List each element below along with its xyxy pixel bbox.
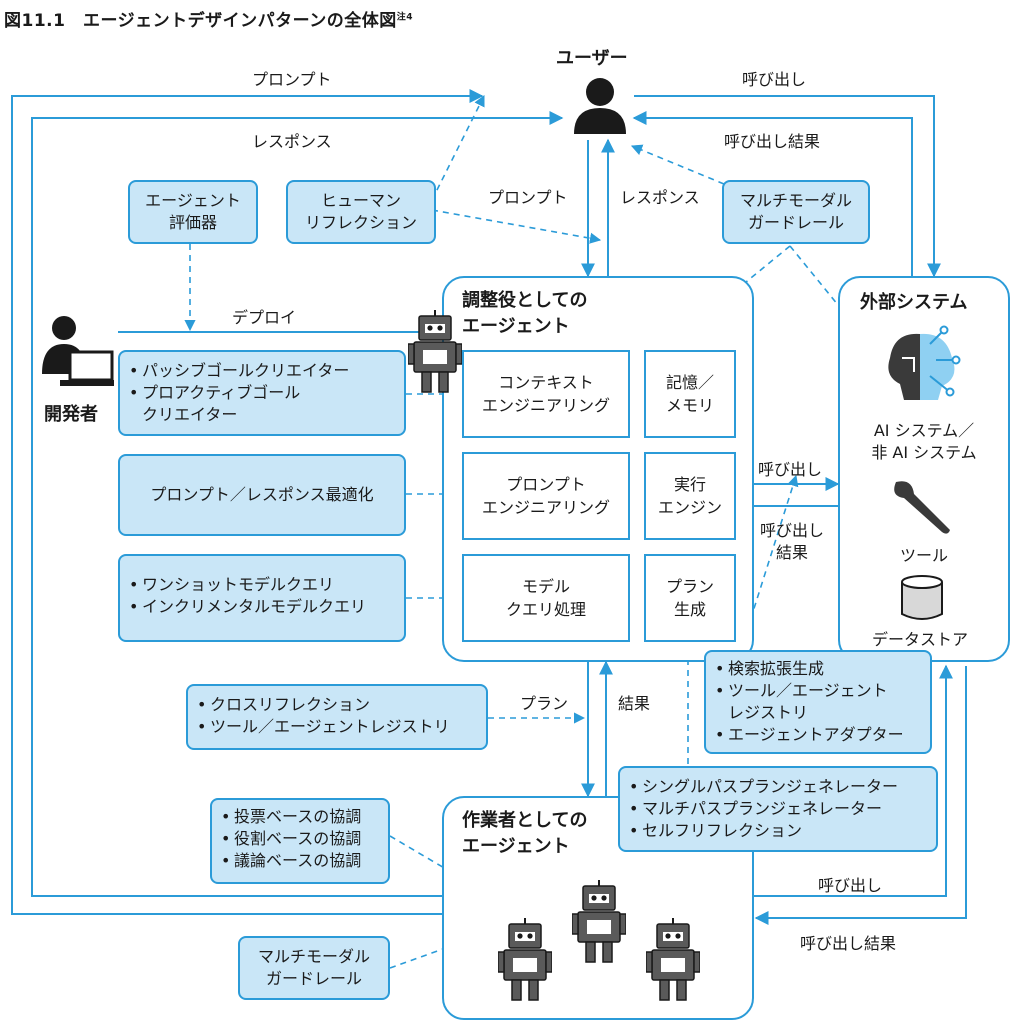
goal-creators-box: パッシブゴールクリエイター プロアクティブゴール クリエイター	[118, 350, 406, 436]
robot-icon	[498, 918, 552, 1001]
label-response-top: レスポンス	[252, 132, 332, 151]
label-call-bottom: 呼び出し	[818, 876, 883, 895]
wrench-icon	[894, 481, 950, 534]
human-reflection-box: ヒューマン リフレクション	[286, 180, 436, 244]
ai-systems-label: AI システム／ 非 AI システム	[871, 421, 977, 462]
edge-dash-reflection-mid	[431, 209, 602, 244]
cooperation-item: 投票ベースの協調	[218, 806, 382, 828]
external-label: 外部システム	[860, 292, 968, 313]
edge-prompt-outer	[11, 89, 484, 915]
edge-response-outer	[31, 111, 564, 897]
cross-reflection-box: クロスリフレクション ツール／エージェントレジストリ	[186, 684, 488, 750]
plan-generation-cell: プラン 生成	[644, 554, 736, 642]
cooperation-item: 議論ベースの協調	[218, 850, 382, 872]
worker-label: 作業者としての エージェント	[462, 810, 588, 857]
model-query-item: インクリメンタルモデルクエリ	[126, 596, 398, 618]
rag-item: エージェントアダプター	[712, 724, 924, 746]
rag-box: 検索拡張生成 ツール／エージェント レジストリ エージェントアダプター	[704, 650, 932, 754]
cooperation-box: 投票ベースの協調 役割ベースの協調 議論ベースの協調	[210, 798, 390, 884]
prompt-optimizer-box: プロンプト／レスポンス最適化	[118, 454, 406, 536]
edge-dash-rag	[743, 474, 799, 641]
label-deploy: デプロイ	[232, 308, 297, 327]
label-plan: プラン	[520, 694, 569, 713]
user-label: ユーザー	[556, 48, 628, 69]
robot-icon	[572, 880, 626, 963]
planner-item: マルチパスプランジェネレーター	[626, 798, 930, 820]
edge-call-bottom	[754, 664, 953, 897]
prompt-engineering-cell: プロンプト エンジニアリング	[462, 452, 630, 540]
cross-reflection-item: クロスリフレクション	[194, 694, 480, 716]
figure-title: 図11.1 エージェントデザインパターンの全体図注4	[4, 11, 414, 31]
label-call-result-top: 呼び出し結果	[724, 132, 821, 151]
edge-call-result-bottom	[754, 666, 967, 925]
goal-creator-item: パッシブゴールクリエイター	[126, 360, 398, 382]
ai-brain-icon	[888, 325, 961, 400]
edge-call-result-outer	[632, 111, 913, 276]
user-icon	[574, 78, 626, 134]
model-query-item: ワンショットモデルクエリ	[126, 574, 398, 596]
goal-creator-item: プロアクティブゴール クリエイター	[126, 382, 398, 426]
planner-item: シングルパスプランジェネレーター	[626, 776, 930, 798]
label-call-top: 呼び出し	[742, 70, 807, 89]
planner-box: シングルパスプランジェネレーター マルチパスプランジェネレーター セルフリフレク…	[618, 766, 938, 852]
datastore-label: データストア	[872, 630, 969, 649]
developer-icon	[42, 316, 114, 386]
edge-dash-reflection-user	[431, 94, 485, 201]
execution-engine-cell: 実行 エンジン	[644, 452, 736, 540]
edge-dash-coop	[389, 835, 469, 883]
label-call-result-bottom: 呼び出し結果	[800, 934, 897, 953]
agent-evaluator-box: エージェント 評価器	[128, 180, 258, 244]
tool-label: ツール	[900, 546, 949, 565]
developer-label: 開発者	[44, 404, 98, 425]
label-prompt-mid: プロンプト	[488, 188, 568, 207]
robot-icon	[408, 310, 462, 393]
robot-icon	[646, 918, 700, 1001]
guardrail-bottom-box: マルチモーダル ガードレール	[238, 936, 390, 1000]
context-engineering-cell: コンテキスト エンジニアリング	[462, 350, 630, 438]
memory-cell: 記憶／ メモリ	[644, 350, 736, 438]
rag-item: 検索拡張生成	[712, 658, 924, 680]
label-call-mid: 呼び出し	[758, 460, 823, 479]
database-icon	[901, 575, 943, 620]
orchestrator-label: 調整役としての エージェント	[462, 290, 588, 337]
cross-reflection-item: ツール／エージェントレジストリ	[194, 716, 480, 738]
label-result: 結果	[618, 694, 651, 713]
model-query-box: ワンショットモデルクエリ インクリメンタルモデルクエリ	[118, 554, 406, 642]
model-query-cell: モデル クエリ処理	[462, 554, 630, 642]
planner-item: セルフリフレクション	[626, 820, 930, 842]
guardrail-top-box: マルチモーダル ガードレール	[722, 180, 870, 244]
edge-call-outer	[634, 95, 941, 278]
rag-item: ツール／エージェント レジストリ	[712, 680, 924, 724]
edge-dash-guardrail-user	[630, 144, 725, 185]
cooperation-item: 役割ベースの協調	[218, 828, 382, 850]
label-response-mid: レスポンス	[620, 188, 700, 207]
label-call-result-mid: 呼び出し 結果	[759, 521, 824, 562]
label-prompt-top: プロンプト	[252, 70, 332, 89]
